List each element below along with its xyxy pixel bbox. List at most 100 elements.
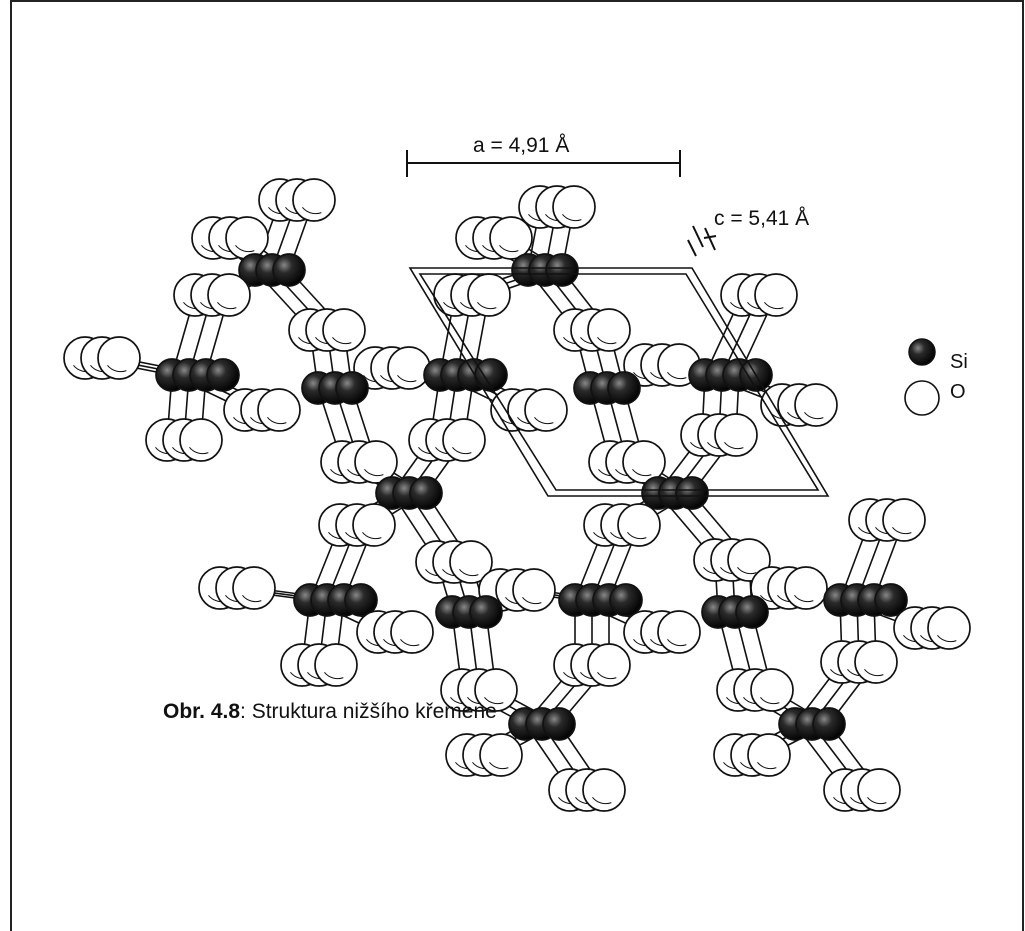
si-atom <box>542 707 576 741</box>
o-atom <box>784 566 828 610</box>
o-atom-shade <box>477 302 497 310</box>
o-atom <box>524 388 568 432</box>
o-atom-shade <box>724 442 744 450</box>
o-atom <box>882 498 926 542</box>
o-atom-shade <box>804 412 824 420</box>
o-atom-shade <box>489 762 509 770</box>
si-atom <box>812 707 846 741</box>
si-atom <box>344 583 378 617</box>
o-atom-shade <box>107 365 127 373</box>
legend-label-si: Si <box>950 351 968 373</box>
o-atom <box>622 440 666 484</box>
caption-prefix: Obr. 4.8 <box>163 700 241 723</box>
o-atom <box>582 768 626 812</box>
o-atom <box>314 643 358 687</box>
o-atom-shade <box>534 417 554 425</box>
o-atom-shade <box>484 697 504 705</box>
si-atom <box>335 371 369 405</box>
o-atom-shade <box>864 669 884 677</box>
o-atom <box>449 540 493 584</box>
o-atom <box>617 503 661 547</box>
o-atom-shade <box>737 567 757 575</box>
si-atom <box>609 583 643 617</box>
o-atom-shade <box>597 672 617 680</box>
o-atom <box>747 733 791 777</box>
si-atom <box>545 253 579 287</box>
o-atom <box>442 418 486 462</box>
o-atom <box>587 308 631 352</box>
o-atom-shade <box>794 595 814 603</box>
o-atom <box>467 273 511 317</box>
o-atom <box>257 388 301 432</box>
o-atom-shade <box>324 672 344 680</box>
o-atom-shade <box>522 597 542 605</box>
o-atom-shade <box>760 697 780 705</box>
dimension-a-bar <box>406 150 681 177</box>
o-atom <box>354 440 398 484</box>
o-atom-shade <box>499 245 519 253</box>
o-atom-shade <box>189 447 209 455</box>
legend: Si O <box>904 338 968 416</box>
o-atom-shade <box>332 337 352 345</box>
o-atom <box>352 503 396 547</box>
o-atom-shade <box>667 372 687 380</box>
o-atom-shade <box>757 762 777 770</box>
o-atom <box>857 768 901 812</box>
o-atom-shade <box>400 639 420 647</box>
o-atom-shade <box>627 532 647 540</box>
dimension-a-label: a = 4,91 Å <box>473 134 569 157</box>
o-atom <box>179 418 223 462</box>
o-atom-shade <box>667 639 687 647</box>
o-atom <box>489 216 533 260</box>
o-atom-shade <box>597 337 617 345</box>
si-atom <box>409 476 443 510</box>
o-atom-shade <box>362 532 382 540</box>
o-atom <box>390 610 434 654</box>
dimension-c-bar <box>687 225 717 257</box>
o-atom <box>854 640 898 684</box>
si-atom <box>735 595 769 629</box>
si-atom <box>675 476 709 510</box>
si-atom <box>272 253 306 287</box>
o-atom-shade <box>267 417 287 425</box>
dimension-c-label: c = 5,41 Å <box>714 207 809 230</box>
o-atom <box>479 733 523 777</box>
o-atom-shade <box>892 527 912 535</box>
o-legend-icon <box>904 380 940 416</box>
o-atom <box>207 273 251 317</box>
o-atom <box>387 346 431 390</box>
o-atom <box>657 610 701 654</box>
o-atom <box>232 566 276 610</box>
o-atom-shade <box>937 635 957 643</box>
o-atom-shade <box>397 375 417 383</box>
si-atom <box>206 358 240 392</box>
o-atom <box>322 308 366 352</box>
legend-label-o: O <box>950 381 966 403</box>
o-atom-shade <box>242 595 262 603</box>
o-atom-shade <box>217 302 237 310</box>
si-legend-icon <box>908 338 936 366</box>
o-atom <box>714 413 758 457</box>
atom-spheres <box>63 178 971 812</box>
si-atom <box>874 583 908 617</box>
o-atom <box>754 273 798 317</box>
o-atom <box>794 383 838 427</box>
o-atom-shade <box>562 214 582 222</box>
o-atom <box>552 185 596 229</box>
caption-text: : Struktura nižšího křemene <box>240 700 497 723</box>
unit-cell <box>408 267 830 497</box>
o-atom-shade <box>364 469 384 477</box>
o-atom <box>927 606 971 650</box>
figure-caption: Obr. 4.8: Struktura nižšího křemene <box>163 700 497 724</box>
o-atom <box>750 668 794 712</box>
o-atom <box>292 178 336 222</box>
figure-frame <box>10 0 1024 931</box>
o-atom-shade <box>235 245 255 253</box>
si-atom <box>607 371 641 405</box>
o-atom-shade <box>459 569 479 577</box>
o-atom <box>512 568 556 612</box>
o-atom <box>474 668 518 712</box>
o-atom-shade <box>452 447 472 455</box>
o-atom-shade <box>592 797 612 805</box>
